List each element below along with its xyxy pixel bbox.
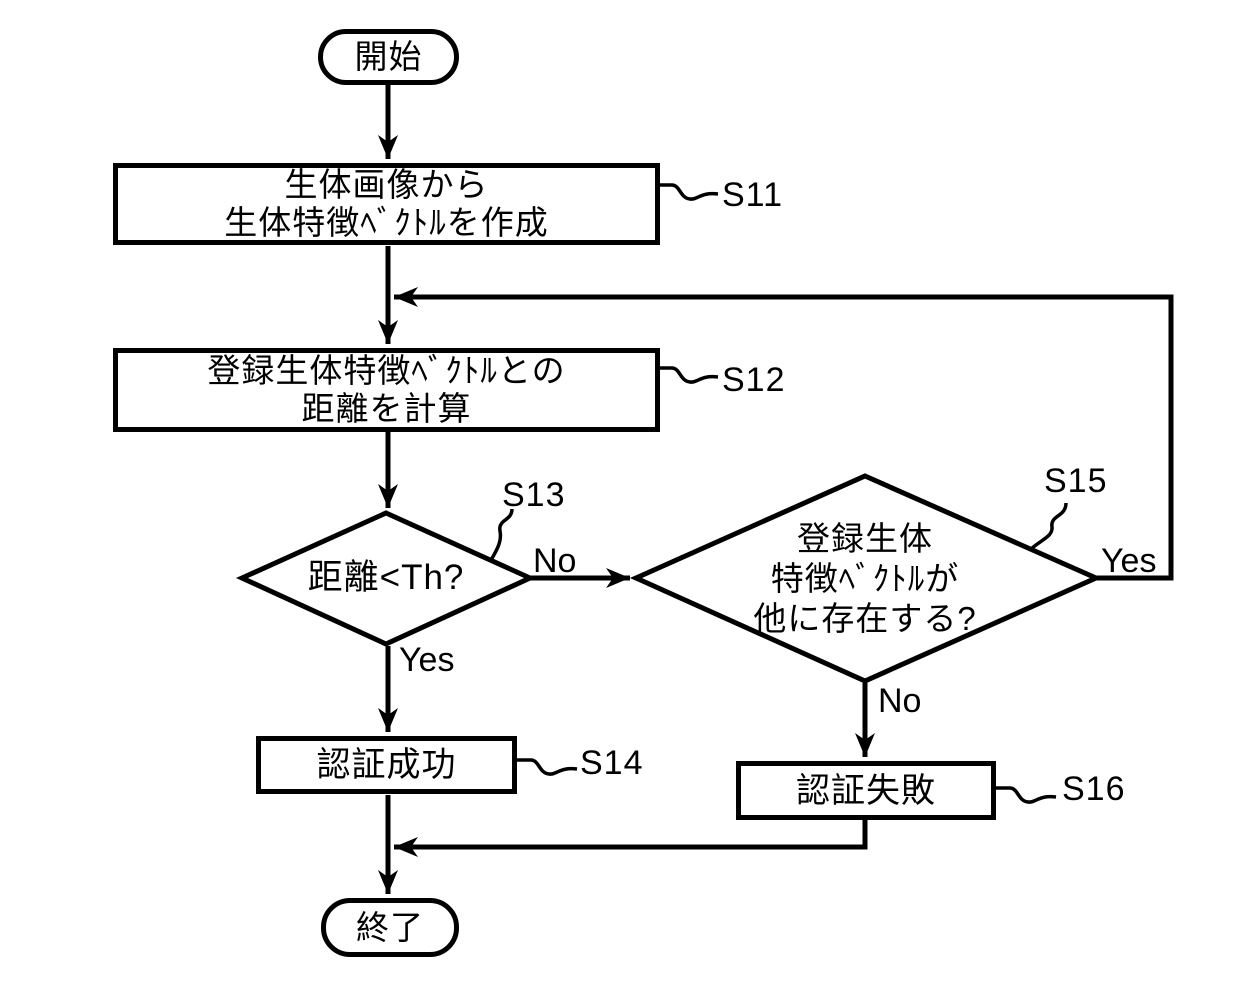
edge-s16-to-merge (394, 820, 868, 857)
process-s12-line1: 登録生体特徴ﾍﾞｸﾄﾙとの (207, 352, 566, 389)
decision-s15-line2: 特徴ﾍﾞｸﾄﾙが (770, 560, 960, 597)
process-s11-line1: 生体画像から (284, 166, 489, 203)
process-s14: 認証成功 (256, 736, 517, 794)
decision-s15-line1: 登録生体 (797, 520, 933, 557)
leader-s16 (996, 786, 1057, 804)
leader-s11 (658, 183, 719, 201)
step-label-s13: S13 (502, 476, 566, 514)
process-s14-label: 認証成功 (316, 746, 457, 784)
decision-s15-line3: 他に存在する? (753, 600, 977, 637)
step-label-s12: S12 (722, 361, 786, 399)
leader-s12 (658, 366, 719, 384)
step-label-s14: S14 (580, 744, 644, 782)
leader-s13 (489, 508, 514, 561)
step-label-s15: S15 (1044, 462, 1108, 500)
process-s11-line2: 生体特徴ﾍﾞｸﾄﾙを作成 (224, 204, 549, 241)
start-terminal-label: 開始 (354, 38, 423, 75)
process-s12-line2: 距離を計算 (301, 390, 472, 427)
edge-label-s15-yes: Yes (1101, 542, 1157, 580)
process-s16: 認証失敗 (736, 761, 996, 820)
leader-s15 (1028, 502, 1068, 552)
step-label-s11: S11 (722, 176, 783, 214)
decision-s15-label: 登録生体 特徴ﾍﾞｸﾄﾙが 他に存在する? (705, 519, 1025, 639)
decision-s13-label: 距離<Th? (266, 558, 506, 598)
end-terminal-label: 終了 (356, 908, 424, 946)
edge-label-s15-no: No (878, 682, 922, 720)
leader-s14 (517, 758, 578, 776)
decision-s13-shape (235, 510, 537, 647)
process-s11: 生体画像から 生体特徴ﾍﾞｸﾄﾙを作成 (113, 163, 660, 245)
decision-s15-shape (629, 473, 1103, 684)
edge-label-s13-no: No (533, 542, 577, 580)
process-s16-label: 認証失敗 (796, 771, 936, 810)
end-terminal: 終了 (321, 898, 459, 957)
process-s12: 登録生体特徴ﾍﾞｸﾄﾙとの 距離を計算 (113, 348, 660, 432)
edge-label-s13-yes: Yes (399, 641, 455, 679)
decision-s13-question: 距離<Th? (307, 558, 465, 597)
edge-s15-yes-loop-to-s12 (394, 287, 1174, 581)
start-terminal: 開始 (318, 29, 459, 85)
step-label-s16: S16 (1062, 770, 1126, 808)
